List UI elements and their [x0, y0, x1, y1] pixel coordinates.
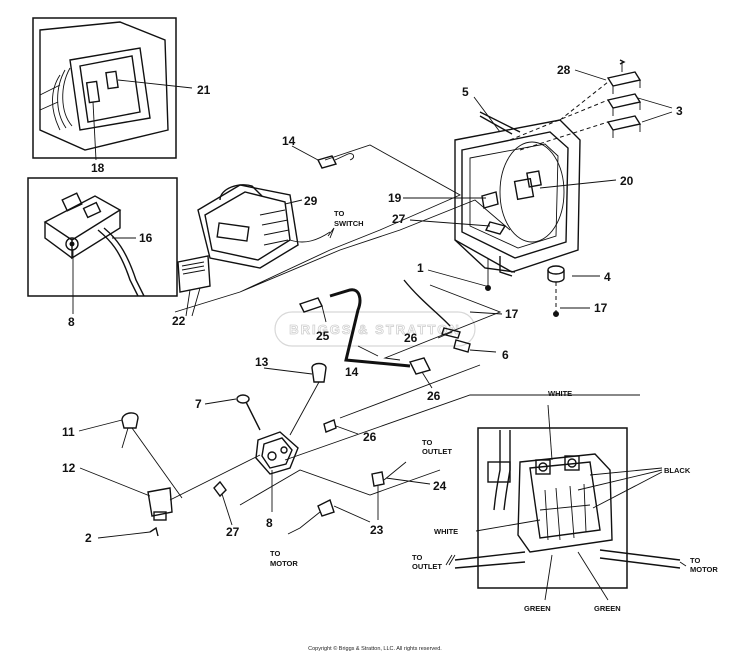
- wire-labels: TO SWITCH TO OUTLET TO MOTOR WHITE BLACK…: [270, 209, 718, 613]
- part-number-17: 19: [388, 191, 402, 205]
- part-number-8-top: 8: [68, 315, 75, 329]
- part-number-8-bottom: 8: [266, 516, 273, 530]
- to-outlet-label-line2: OUTLET: [422, 447, 452, 456]
- part-number-12: 14: [282, 134, 296, 148]
- part-number-26-left: 27: [226, 525, 240, 539]
- to-outlet-label-line1: TO: [422, 438, 432, 447]
- leader-lines: [403, 69, 617, 339]
- inset-to-motor-line2: MOTOR: [690, 565, 718, 574]
- cage-frame: [454, 111, 581, 291]
- inset-white-top-label: WHITE: [548, 389, 572, 398]
- part-number-6: 6: [502, 348, 509, 362]
- foot-and-screw: [547, 265, 565, 317]
- part-number-14-right: 17: [505, 307, 519, 321]
- to-motor-label-line1: TO: [270, 549, 280, 558]
- part-number-29: 29: [304, 194, 318, 208]
- part-number-21: 23: [370, 523, 384, 537]
- part-number-7: 7: [195, 397, 202, 411]
- part-number-22: 24: [433, 479, 447, 493]
- inset-black-label: BLACK: [664, 466, 691, 475]
- inset-to-motor-line1: TO: [690, 556, 700, 565]
- pressure-switch: [204, 362, 327, 512]
- part-number-2: 2: [85, 531, 92, 545]
- part-number-27: 27: [392, 212, 406, 226]
- on-off-switch: [78, 412, 261, 539]
- part-number-24: 26: [427, 389, 441, 403]
- part-number-26-right: 26: [363, 430, 377, 444]
- watermark-text: BRIGGS & STRATTON: [289, 322, 460, 337]
- part-number-13: 14: [345, 365, 359, 379]
- part-number-11: 12: [62, 461, 76, 475]
- bumper-pads: [509, 59, 673, 151]
- decal-sheet: [177, 255, 211, 317]
- part-number-19: 20: [620, 174, 634, 188]
- to-switch-label-line1: TO: [334, 209, 344, 218]
- part-number-18: 18: [91, 161, 105, 175]
- compressor-motor: [197, 184, 335, 269]
- watermark: BRIGGS & STRATTON: [274, 311, 476, 347]
- part-number-1: 1: [417, 261, 424, 275]
- inset-frame-top-left: [32, 17, 193, 161]
- part-number-9: 13: [255, 355, 269, 369]
- part-number-10: 11: [62, 425, 75, 439]
- to-motor-label-line2: MOTOR: [270, 559, 298, 568]
- inset-to-outlet-line1: TO: [412, 553, 422, 562]
- inset-frame-switch: [27, 177, 178, 314]
- inset-white-left-label: WHITE: [434, 527, 458, 536]
- part-number-28: 28: [557, 63, 571, 77]
- part-number-4: 4: [604, 270, 611, 284]
- to-switch-label-line2: SWITCH: [334, 219, 364, 228]
- part-number-3: 3: [676, 104, 683, 118]
- part-numbers: 21 18 14 29 16 8 22 25 14 5 28 3 19 20 2…: [62, 63, 683, 545]
- part-number-20-top: 21: [197, 83, 211, 97]
- part-number-5: 5: [462, 85, 469, 99]
- inset-green-left-label: GREEN: [524, 604, 551, 613]
- copyright-notice: Copyright © Briggs & Stratton, LLC. All …: [308, 645, 442, 652]
- part-number-16: 17: [594, 301, 608, 315]
- part-number-25: 26: [404, 331, 418, 345]
- wire-connectors: [213, 419, 431, 535]
- inset-green-right-label: GREEN: [594, 604, 621, 613]
- part-number-20-bottom: 22: [172, 314, 186, 328]
- air-tube: [299, 279, 497, 389]
- inset-to-outlet-line2: OUTLET: [412, 562, 442, 571]
- part-number-23: 25: [316, 329, 330, 343]
- cable-clamp: [291, 145, 355, 169]
- part-number-14-left: 16: [139, 231, 153, 245]
- wire-harness: [174, 144, 640, 506]
- inset-frame-wiring: [445, 404, 687, 601]
